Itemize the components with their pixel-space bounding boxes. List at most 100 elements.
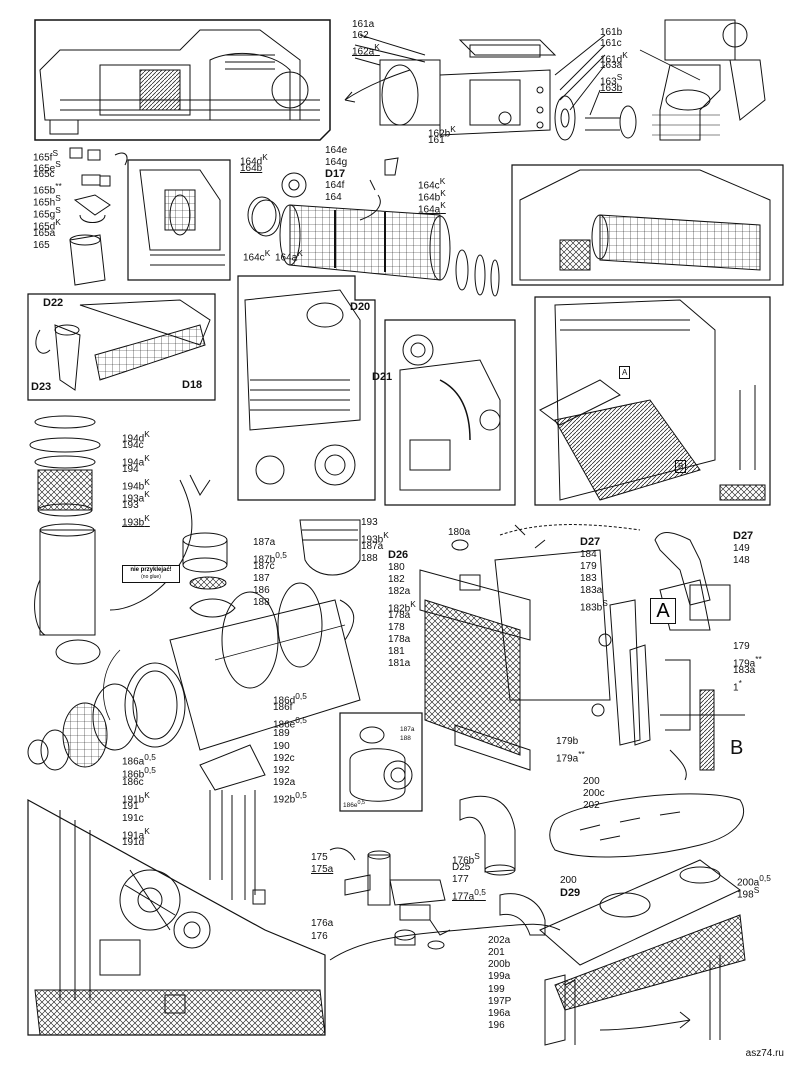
label-181: 181 [388, 646, 405, 657]
label-D18: D18 [182, 379, 203, 391]
label-182b: 182bK [388, 599, 416, 615]
label-176: 176 [311, 931, 328, 942]
label-165g: 165gS [33, 205, 61, 221]
label-148: 148 [733, 555, 750, 566]
label-D29: D29 [560, 887, 581, 899]
engine-bottom-panel [27, 798, 561, 1036]
label-165: 165 [33, 240, 50, 251]
label-162b: 162bK [428, 124, 456, 140]
label-193a-1: 193aK [122, 489, 150, 505]
label-194: 194 [122, 464, 139, 475]
label-D27-a: D27 [580, 536, 601, 548]
label-201: 201 [488, 947, 505, 958]
label-161c: 161c [600, 38, 622, 49]
engine-top-panel [34, 19, 331, 141]
label-183: 183 [580, 573, 597, 584]
label-177: 177 [452, 874, 469, 885]
view-marker-a: A [619, 366, 631, 379]
filter-assembly-161 [354, 34, 637, 141]
label-165c: 165c [33, 169, 55, 180]
label-194b: 194bK [122, 477, 150, 493]
label-177a: 177a0,5 [452, 887, 486, 903]
insert-187a [339, 712, 423, 812]
label-179: 179 [580, 561, 597, 572]
panel-radiator-engine [534, 296, 771, 506]
label-192c: 192c [273, 753, 295, 764]
heat-shield-200 [549, 793, 745, 858]
label-164a-2: 164aK [418, 200, 446, 216]
label-191: 191 [122, 801, 139, 812]
label-187a-2: 187a [361, 541, 384, 552]
label-D26: D26 [388, 549, 409, 561]
label-D20: D20 [350, 301, 371, 313]
label-189: 189 [273, 728, 290, 739]
label-165d: 165dK [33, 217, 61, 233]
label-184: 184 [580, 549, 597, 560]
panel-d20 [237, 275, 376, 501]
label-187: 187 [253, 573, 270, 584]
label-176b: 176bS [452, 851, 480, 867]
label-165f: 165fS [33, 148, 59, 164]
label-186a: 186a0,5 [122, 752, 156, 768]
label-191c: 191c [122, 813, 144, 824]
label-182a: 182a [388, 586, 411, 597]
label-175a: 175a [311, 864, 334, 875]
label-186f: 186f [273, 702, 293, 713]
label-197P: 197P [488, 996, 512, 1007]
label-165h: 165hS [33, 193, 61, 209]
engine-side-panel [127, 159, 231, 281]
label-164b-2: 164bK [418, 188, 446, 204]
label-198: 198S [737, 885, 760, 901]
label-187a-1: 187a [253, 537, 276, 548]
label-179a: 179a** [733, 654, 762, 670]
label-187a-small: 187a [400, 726, 415, 733]
label-165b: 165b** [33, 181, 62, 197]
label-180: 180 [388, 562, 405, 573]
label-186e-small: 186e0,5 [343, 800, 365, 810]
label-161a: 161a [352, 19, 375, 30]
label-193: 193 [122, 500, 139, 511]
label-161: 161 [428, 135, 445, 146]
parts-187 [182, 532, 236, 618]
label-194a: 194aK [122, 453, 150, 469]
label-D21: D21 [372, 371, 393, 383]
engine-top-right [639, 19, 766, 141]
label-179b: 179b [556, 736, 579, 747]
label-165a: 165a [33, 228, 56, 239]
label-D22: D22 [43, 297, 64, 309]
label-200b: 200b [488, 959, 511, 970]
label-163a: 163a [600, 60, 623, 71]
label-190: 190 [273, 741, 290, 752]
label-186: 186 [253, 585, 270, 596]
label-194d: 194dK [122, 429, 150, 445]
panel-d22 [27, 293, 216, 401]
label-164d: 164dK [240, 152, 268, 168]
panel-d21 [384, 319, 516, 506]
label-164c-2: 164cK [418, 176, 446, 192]
label-188-small: 188 [400, 735, 411, 742]
label-179-c: 179 [733, 641, 750, 652]
label-D25: D25 [452, 862, 471, 873]
label-178: 178 [388, 622, 405, 633]
label-202: 202 [583, 800, 600, 811]
label-D23: D23 [31, 381, 52, 393]
filter-164 [247, 157, 500, 297]
label-193b-1: 193bK [122, 513, 150, 529]
label-1: 1* [733, 678, 742, 694]
label-196a: 196a [488, 1008, 511, 1019]
label-196: 196 [488, 1020, 505, 1031]
label-199a: 199a [488, 971, 511, 982]
label-202a: 202a [488, 935, 511, 946]
label-163: 163S [600, 72, 623, 88]
parts-175 [329, 847, 451, 950]
label-149: 149 [733, 543, 750, 554]
label-187c: 187c [253, 561, 275, 572]
view-label-b: B [730, 737, 744, 759]
label-179a-2: 179a** [556, 749, 585, 765]
view-label-a-box: A [650, 598, 676, 624]
label-188-a: 188 [253, 597, 270, 608]
label-178a-1: 178a [388, 610, 411, 621]
label-187b: 187b0,5 [253, 550, 287, 566]
parts-165 [69, 147, 111, 286]
